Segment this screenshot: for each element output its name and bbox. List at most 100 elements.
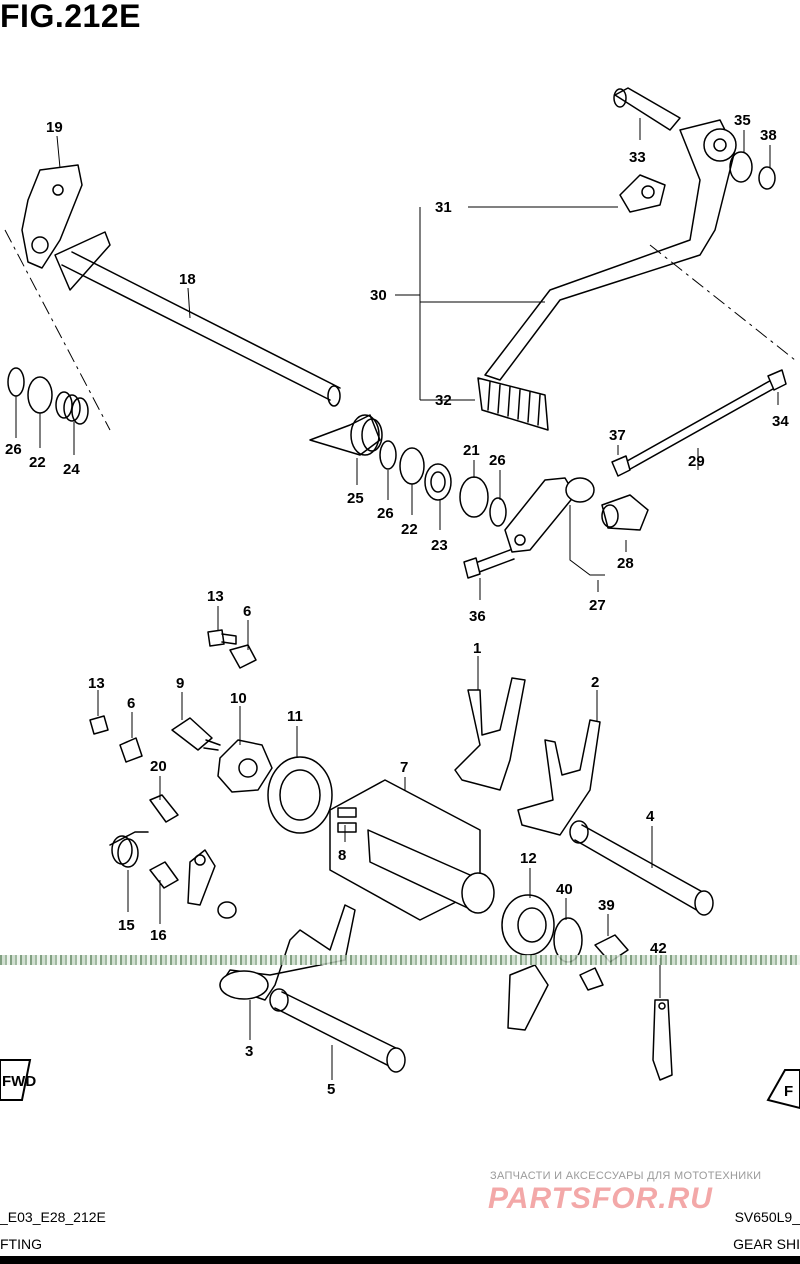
callout-4: 4 xyxy=(646,808,655,825)
part-20-bolt xyxy=(149,794,179,823)
part-26-circlip-b xyxy=(379,440,397,470)
footer-left-title: FTING xyxy=(0,1236,42,1252)
callout-7: 7 xyxy=(400,759,408,776)
part-13-screw-upper xyxy=(207,629,237,647)
part-31-joint xyxy=(619,174,666,213)
callout-27: 27 xyxy=(589,597,606,614)
fwd-arrow-left: FWD xyxy=(0,1059,36,1101)
part-4-fork-shaft xyxy=(569,820,714,916)
part-5-fork-shaft xyxy=(269,988,406,1073)
callout-22: 22 xyxy=(401,521,418,538)
footer-left-code: _E03_E28_212E xyxy=(0,1209,106,1225)
callout-18: 18 xyxy=(179,271,196,288)
part-24-spring xyxy=(55,391,89,425)
part-15-spring xyxy=(109,831,149,868)
callout-40: 40 xyxy=(556,881,573,898)
part-11-bearing xyxy=(267,756,333,834)
callout-20: 20 xyxy=(150,758,167,775)
part-26-circlip xyxy=(7,367,25,397)
part-22-washer-b xyxy=(399,447,425,485)
callout-2: 2 xyxy=(591,674,599,691)
part-9-bolt xyxy=(171,717,221,751)
callout-13: 13 xyxy=(88,675,105,692)
fwd-label-right: F xyxy=(784,1083,793,1100)
footer-right-title: GEAR SHI xyxy=(733,1236,800,1252)
part-27-link-arm xyxy=(504,477,595,553)
watermark-tagline: ЗАПЧАСТИ И АКСЕССУАРЫ ДЛЯ МОТОТЕХНИКИ xyxy=(490,1170,762,1182)
callout-39: 39 xyxy=(598,897,615,914)
scan-noise-band xyxy=(0,955,800,965)
part-19-shift-arm xyxy=(21,164,83,269)
callout-36: 36 xyxy=(469,608,486,625)
callout-33: 33 xyxy=(629,149,646,166)
callout-38: 38 xyxy=(760,127,777,144)
watermark-logo: PARTSFOR.RU xyxy=(488,1182,713,1215)
callout-5: 5 xyxy=(327,1081,335,1098)
part-23-oil-seal xyxy=(424,463,452,501)
part-30-gearshift-lever xyxy=(484,119,737,381)
part-6-stopper-lower xyxy=(119,737,143,763)
callout-42: 42 xyxy=(650,940,667,957)
part-16-bolt xyxy=(149,861,179,889)
part-26-circlip-c xyxy=(489,497,507,527)
part-33-bolt xyxy=(613,87,681,131)
alignment-line-right xyxy=(649,244,796,361)
part-18-shift-shaft xyxy=(54,231,341,407)
callout-10: 10 xyxy=(230,690,247,707)
part-38-circlip xyxy=(758,166,776,190)
callout-25: 25 xyxy=(347,490,364,507)
fwd-arrow-right: F xyxy=(766,1069,800,1110)
part-29-shift-rod xyxy=(611,369,787,477)
bottom-border xyxy=(0,1256,800,1264)
part-42-clamp xyxy=(652,999,673,1081)
footer-right-code: SV650L9_ xyxy=(734,1209,800,1225)
callout-28: 28 xyxy=(617,555,634,572)
part-22-washer xyxy=(27,376,53,414)
callout-16: 16 xyxy=(150,927,167,944)
callout-1: 1 xyxy=(473,640,481,657)
callout-6: 6 xyxy=(243,603,251,620)
callout-11: 11 xyxy=(287,708,303,725)
callout-6: 6 xyxy=(127,695,135,712)
part-10-cam-plate xyxy=(217,739,273,793)
part-stopper-arm xyxy=(187,849,216,906)
figure-title: FIG.212E xyxy=(0,0,141,34)
callout-31: 31 xyxy=(435,199,452,216)
fwd-label-left: FWD xyxy=(2,1073,36,1090)
part-21-washer xyxy=(459,476,489,518)
callout-24: 24 xyxy=(63,461,80,478)
callout-21: 21 xyxy=(463,442,480,459)
callout-3: 3 xyxy=(245,1043,253,1060)
callout-8: 8 xyxy=(338,847,346,864)
callout-26: 26 xyxy=(377,505,394,522)
callout-13: 13 xyxy=(207,588,224,605)
part-2-shift-fork xyxy=(517,719,601,836)
callout-34: 34 xyxy=(772,413,789,430)
part-32-footpeg-rubber xyxy=(477,377,549,431)
callout-9: 9 xyxy=(176,675,184,692)
part-3-shift-fork xyxy=(219,904,356,1001)
callout-19: 19 xyxy=(46,119,63,136)
callout-30: 30 xyxy=(370,287,387,304)
callout-numbers: 19 18 26 22 24 25 26 22 23 21 26 31 30 3… xyxy=(5,112,789,1098)
part-36-bolt xyxy=(463,549,515,579)
callout-32: 32 xyxy=(435,392,452,409)
callout-23: 23 xyxy=(431,537,448,554)
part-28-joint-cover xyxy=(601,494,649,531)
part-25-return-spring xyxy=(309,414,383,456)
callout-26: 26 xyxy=(5,441,22,458)
leader-lines xyxy=(15,118,779,1080)
callout-15: 15 xyxy=(118,917,135,934)
alignment-line-left xyxy=(4,229,111,431)
callout-26: 26 xyxy=(489,452,506,469)
part-6-stopper-upper xyxy=(229,644,257,669)
part-35-washer xyxy=(729,151,753,183)
callout-37: 37 xyxy=(609,427,626,444)
part-13-screw-lower xyxy=(89,715,109,735)
callout-29: 29 xyxy=(688,453,705,470)
part-washer xyxy=(217,901,237,919)
callout-12: 12 xyxy=(520,850,537,867)
part-sensor-bracket xyxy=(507,964,604,1031)
callout-35: 35 xyxy=(734,112,751,129)
